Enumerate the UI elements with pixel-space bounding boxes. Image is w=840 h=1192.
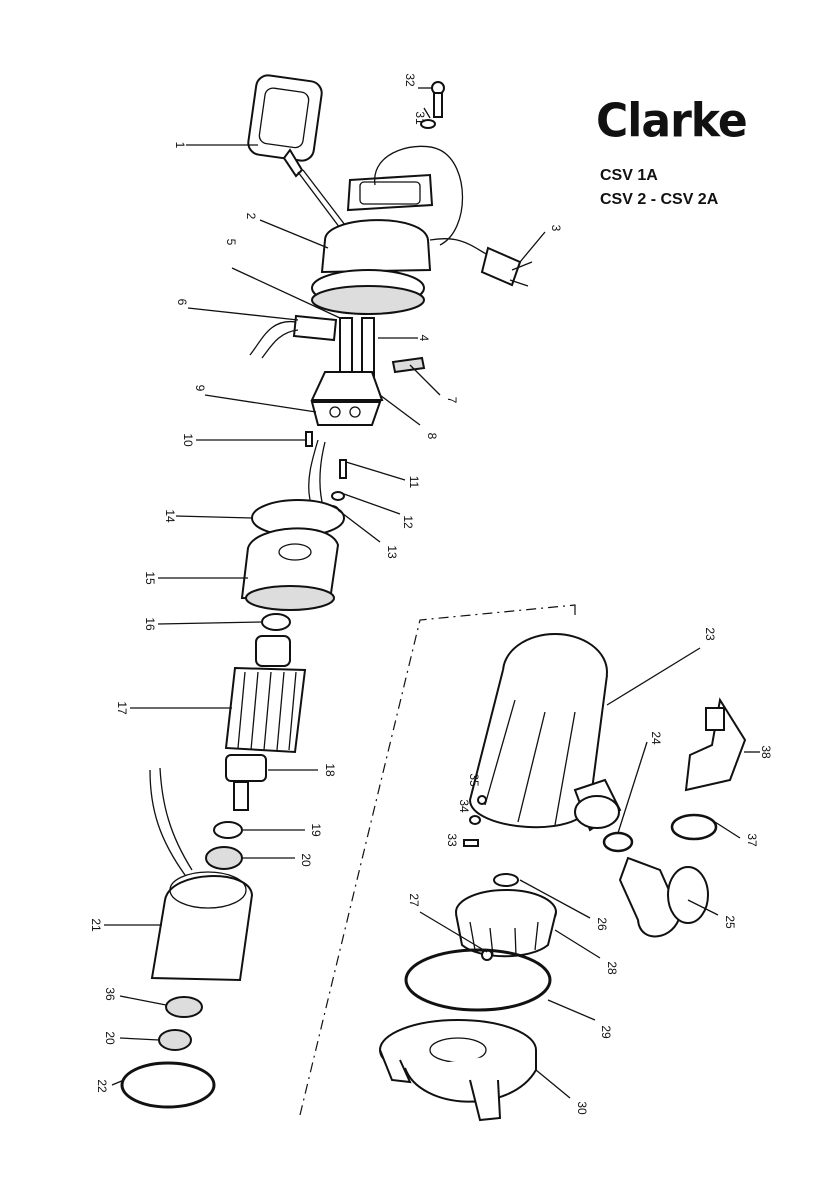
callout-5: 5 (224, 239, 238, 246)
motor-cover-15 (242, 528, 338, 610)
callout-32: 32 (403, 73, 417, 87)
callout-3: 3 (549, 225, 563, 232)
o-ring-22 (122, 1063, 214, 1107)
mains-plug (430, 239, 532, 286)
o-ring-29 (406, 950, 550, 1010)
callout-19: 19 (309, 823, 323, 837)
callout-16: 16 (143, 617, 157, 631)
screw-33 (464, 840, 478, 846)
callout-14: 14 (163, 509, 177, 523)
callout-35: 35 (467, 773, 481, 787)
rotor-17 (226, 636, 305, 752)
washer-34 (470, 816, 480, 824)
o-ring-24 (604, 833, 632, 851)
callout-18: 18 (323, 763, 337, 777)
callout-17: 17 (115, 701, 129, 715)
callout-13: 13 (385, 545, 399, 559)
callout-6: 6 (175, 299, 189, 306)
screw-32 (432, 82, 444, 117)
callout-27: 27 (407, 893, 421, 907)
callout-22: 22 (95, 1079, 109, 1093)
callout-11: 11 (407, 476, 421, 489)
callout-20-upper: 20 (299, 853, 313, 867)
callout-37: 37 (745, 833, 759, 847)
callout-30: 30 (575, 1101, 589, 1115)
washer-12 (332, 492, 344, 500)
callout-36: 36 (103, 987, 117, 1001)
callout-38: 38 (759, 745, 773, 759)
callout-4: 4 (417, 335, 431, 342)
callout-34: 34 (457, 799, 471, 813)
o-ring-37 (672, 815, 716, 839)
callout-8: 8 (425, 433, 439, 440)
motor-housing-top (312, 146, 463, 314)
pump-body-23 (470, 634, 620, 830)
callout-1: 1 (173, 142, 187, 149)
hose-adapter-38 (686, 700, 745, 790)
shaft (234, 782, 248, 810)
callout-26: 26 (595, 917, 609, 931)
cable-gland-tubes (250, 316, 374, 378)
callout-28: 28 (605, 961, 619, 975)
bearing-18 (226, 755, 266, 781)
elbow-25 (620, 858, 708, 936)
callout-7: 7 (445, 397, 459, 404)
callout-33: 33 (445, 833, 459, 847)
pump-base-30 (380, 1020, 536, 1120)
bearing-20-upper (206, 847, 242, 869)
bearing-36 (166, 997, 202, 1017)
float-switch (247, 74, 345, 228)
o-ring-16 (262, 614, 290, 630)
callout-12: 12 (401, 515, 415, 529)
screw-10 (306, 432, 312, 446)
callout-10: 10 (181, 433, 195, 447)
washer-35 (478, 796, 486, 804)
impeller-28 (456, 890, 556, 956)
callout-29: 29 (599, 1025, 613, 1039)
callout-21: 21 (89, 918, 103, 932)
callout-24: 24 (649, 731, 663, 745)
washer-26 (494, 874, 518, 886)
washer-19 (214, 822, 242, 838)
callout-2: 2 (244, 213, 258, 220)
seal-strip-7 (393, 358, 424, 372)
callout-9: 9 (193, 385, 207, 392)
callout-25: 25 (723, 915, 737, 929)
callout-23: 23 (703, 627, 717, 641)
cable-clamp (312, 372, 382, 425)
bearing-20-lower (159, 1030, 191, 1050)
callout-15: 15 (143, 571, 157, 585)
callout-20-lower: 20 (103, 1031, 117, 1045)
callout-31: 31 (413, 111, 427, 125)
screw-11 (340, 460, 346, 478)
